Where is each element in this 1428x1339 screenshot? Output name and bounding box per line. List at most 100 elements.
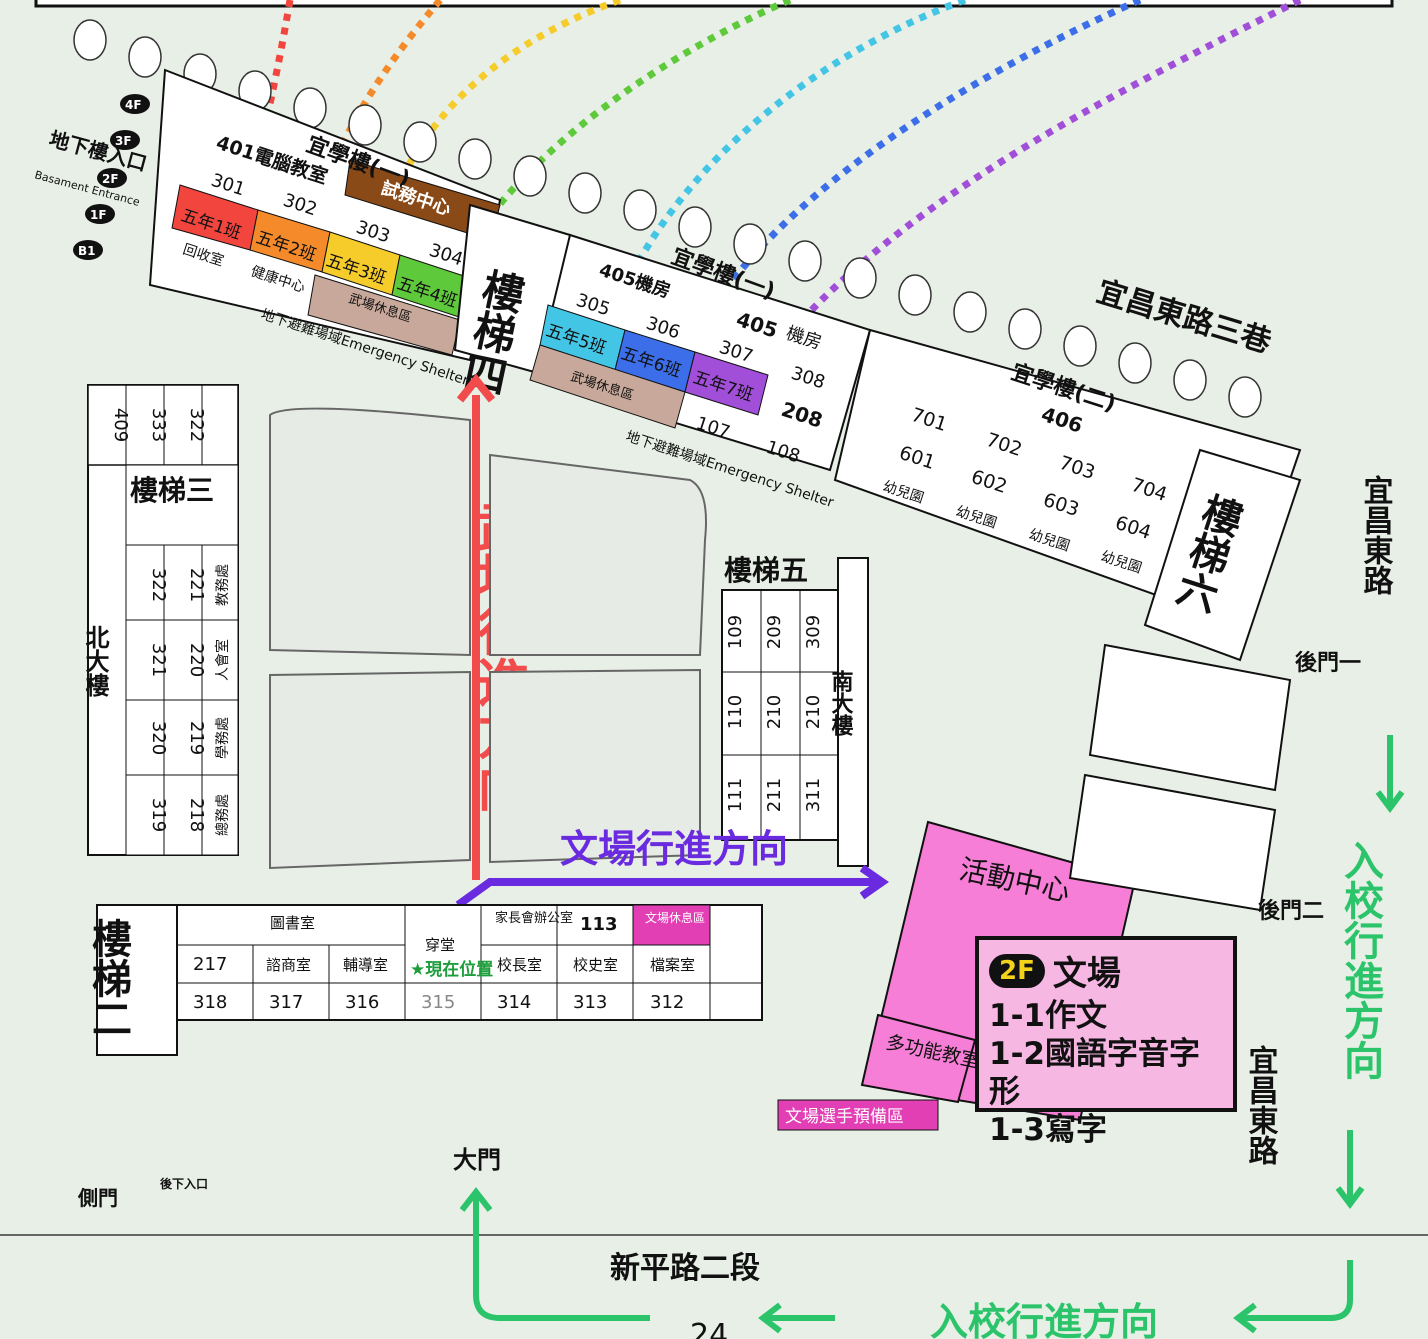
north-building-labels: 409 333 322 樓梯三 北大樓 322 321 320 319 221 … xyxy=(81,408,231,836)
north-1f-2: 學務處 xyxy=(215,717,231,759)
row1f-6: 312 xyxy=(650,992,684,1013)
row2f-right-0: 校長室 xyxy=(497,956,542,974)
tree-icon xyxy=(403,121,437,163)
stair-6-block xyxy=(1143,448,1302,662)
stair-2-block xyxy=(96,904,178,1056)
tree-icon xyxy=(678,206,712,248)
tree-icon xyxy=(843,257,877,299)
south-c1-2: 111 xyxy=(725,778,746,812)
road-yichang-east-bottom: 宜昌東路 xyxy=(1243,1044,1279,1165)
route-line-c6 xyxy=(696,0,1142,332)
north-3f-2: 320 xyxy=(148,721,169,755)
svg-text:B1: B1 xyxy=(78,244,96,258)
svg-text:1F: 1F xyxy=(90,208,107,222)
north-3f-1: 321 xyxy=(148,643,169,677)
enter-direction-right: 入校行進方向 xyxy=(1335,735,1405,1209)
north-top-1: 333 xyxy=(148,408,169,442)
legend-title: 文場 xyxy=(1052,954,1121,994)
hall-label: 穿堂 xyxy=(425,936,455,954)
courtyards xyxy=(269,407,707,870)
main-gate-label: 大門 xyxy=(453,1146,501,1174)
south-c1-0: 109 xyxy=(725,615,746,649)
south-building-labels: 樓梯五 南大樓 109 110 111 209 210 211 309 210 … xyxy=(724,554,854,812)
enter-direction-bottom: 入校行進方向 24 xyxy=(459,1187,1353,1339)
multi-function-room xyxy=(860,1013,977,1104)
back-gate-2: 後門二 xyxy=(1258,898,1324,924)
side-gate-label: 側門 xyxy=(77,1186,118,1210)
back-basement-entrance: 後下入口 xyxy=(160,1176,208,1191)
wen-prep-label: 文場選手預備區 xyxy=(785,1107,904,1127)
north-3f-0: 322 xyxy=(148,568,169,602)
north-top-2: 322 xyxy=(186,408,207,442)
wen-direction-label: 文場行進方向 xyxy=(560,827,788,871)
bottom-road: 新平路二段 大門 側門 後下入口 xyxy=(0,1146,1428,1286)
yixue-building-1-mid xyxy=(529,233,872,472)
north-1f-3: 總務處 xyxy=(214,794,231,836)
north-top-0: 409 xyxy=(110,408,131,442)
north-2f-2: 219 xyxy=(186,721,207,755)
north-building-label: 北大樓 xyxy=(81,625,109,698)
parents-office-label: 家長會辦公室 xyxy=(495,910,573,926)
row2f-2: 輔導室 xyxy=(343,956,388,974)
row1f-0: 318 xyxy=(193,992,227,1013)
bottom-building xyxy=(96,904,763,1056)
bottom-building-labels: 樓梯二 圖書室 家長會辦公室 113 文場休息區 217 諮商室 輔導室 穿堂 … xyxy=(85,910,705,1038)
wen-rest-label: 文場休息區 xyxy=(645,910,705,925)
tree-icon xyxy=(733,223,767,265)
row2f-0: 217 xyxy=(193,954,227,975)
tree-icon xyxy=(898,274,932,316)
legend-floor-badge: 2F xyxy=(989,953,1045,988)
row1f-1: 317 xyxy=(269,992,303,1013)
legend-item: 1-2國語字音字形 xyxy=(989,1036,1201,1110)
south-c3-1: 210 xyxy=(803,695,824,729)
yixue-building-1-left xyxy=(148,68,502,362)
back-gate-1: 後門一 xyxy=(1295,650,1361,676)
stair-2-label: 樓梯二 xyxy=(85,918,132,1038)
row2f-1: 諮商室 xyxy=(266,956,311,974)
tree-icon xyxy=(1228,376,1262,418)
tree-decorations xyxy=(73,19,1262,418)
north-2f-1: 220 xyxy=(186,643,207,677)
south-c2-2: 211 xyxy=(764,778,785,812)
row2f-right-2: 檔案室 xyxy=(650,956,695,974)
road-xinping: 新平路二段 xyxy=(610,1251,760,1286)
svg-text:3F: 3F xyxy=(115,134,132,148)
tree-icon xyxy=(788,240,822,282)
tree-icon xyxy=(348,104,382,146)
north-2f-0: 221 xyxy=(186,568,207,602)
legend-wen-field: 2F 文場 1-1作文 1-2國語字音字形 1-3寫字 xyxy=(975,936,1237,1148)
wen-prep-area xyxy=(777,1099,939,1131)
room-class-7 xyxy=(684,351,769,416)
floor-badges-left: 4F 3F 2F 1F B1 xyxy=(73,94,150,260)
tree-icon xyxy=(1173,359,1207,401)
north-1f-0: 教務處 xyxy=(215,564,231,606)
rest-area-2 xyxy=(529,344,686,429)
page-number: 24 xyxy=(690,1318,728,1339)
north-1f-1: 人會室 xyxy=(214,639,231,681)
row1f-4: 314 xyxy=(497,992,531,1013)
room-113: 113 xyxy=(580,914,618,935)
row2f-right-1: 校史室 xyxy=(573,956,618,974)
north-2f-3: 218 xyxy=(186,798,207,832)
legend-item: 1-1作文 xyxy=(989,998,1108,1034)
enter-direction-bottom-label: 入校行進方向 xyxy=(930,1300,1158,1339)
route-line-c7 xyxy=(757,0,1302,373)
route-line-c5 xyxy=(616,0,967,302)
row1f-5: 313 xyxy=(573,992,607,1013)
row1f-3: 315 xyxy=(421,992,455,1013)
row1f-2: 316 xyxy=(345,992,379,1013)
tree-icon xyxy=(458,138,492,180)
legend-items: 1-1作文 1-2國語字音字形 1-3寫字 xyxy=(989,997,1223,1149)
rest-area-1 xyxy=(307,274,461,356)
tree-icon xyxy=(953,291,987,333)
enter-direction-right-label: 入校行進方向 xyxy=(1337,840,1384,1080)
svg-text:2F: 2F xyxy=(102,172,119,186)
wen-direction-arrow: 文場行進方向 xyxy=(455,827,889,909)
tree-icon xyxy=(568,172,602,214)
south-c2-1: 210 xyxy=(764,695,785,729)
stair-5-label: 樓梯五 xyxy=(724,554,808,587)
tree-icon xyxy=(623,189,657,231)
tree-icon xyxy=(1008,308,1042,350)
south-c3-0: 309 xyxy=(803,615,824,649)
